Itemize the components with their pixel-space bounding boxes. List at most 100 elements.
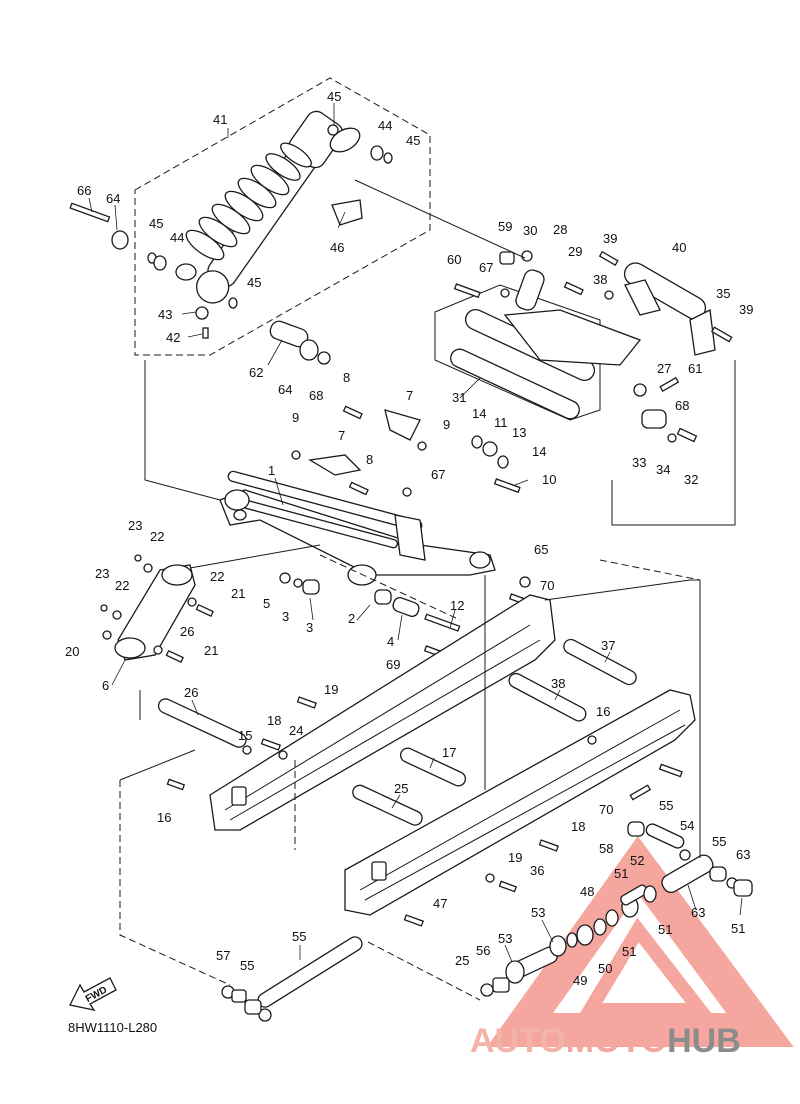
callout: 63: [691, 905, 705, 920]
callout: 37: [601, 638, 615, 653]
callout: 39: [739, 302, 753, 317]
callout: 8: [343, 370, 350, 385]
callout: 23: [95, 566, 109, 581]
callout: 45: [406, 133, 420, 148]
leader-lines: [88, 103, 743, 963]
callout: 69: [386, 657, 400, 672]
callout: 45: [247, 275, 261, 290]
callout: 18: [267, 713, 281, 728]
callout: 48: [580, 884, 594, 899]
callout: 32: [684, 472, 698, 487]
callout: 47: [433, 896, 447, 911]
callout: 70: [540, 578, 554, 593]
callout: 5: [263, 596, 270, 611]
callout: 57: [216, 948, 230, 963]
callout: 25: [455, 953, 469, 968]
callout: 15: [238, 728, 252, 743]
callout: 27: [657, 361, 671, 376]
callout: 19: [508, 850, 522, 865]
callout: 20: [65, 644, 79, 659]
callout: 43: [158, 307, 172, 322]
callout: 14: [532, 444, 546, 459]
callout: 17: [442, 745, 456, 760]
callout: 55: [240, 958, 254, 973]
callout: 10: [542, 472, 556, 487]
callout: 66: [77, 183, 91, 198]
callout: 70: [599, 802, 613, 817]
callout: 60: [447, 252, 461, 267]
callout: 68: [675, 398, 689, 413]
callout: 14: [472, 406, 486, 421]
callout: 58: [599, 841, 613, 856]
callout: 46: [330, 240, 344, 255]
callout: 24: [289, 723, 303, 738]
callout: 2: [348, 611, 355, 626]
callout: 11: [494, 415, 508, 430]
callout: 40: [672, 240, 686, 255]
callout: 26: [180, 624, 194, 639]
callout: 22: [150, 529, 164, 544]
callout: 30: [523, 223, 537, 238]
callout: 51: [614, 866, 628, 881]
callout: 9: [443, 417, 450, 432]
callout: 63: [736, 847, 750, 862]
callout: 50: [598, 961, 612, 976]
callout: 4: [387, 634, 394, 649]
guide-lines: [119, 179, 736, 1001]
callout: 44: [378, 118, 392, 133]
callout: 68: [309, 388, 323, 403]
callout: 53: [531, 905, 545, 920]
callout: 56: [476, 943, 490, 958]
callout: 55: [659, 798, 673, 813]
shock-absorber-group: [69, 77, 431, 356]
callout: 23: [128, 518, 142, 533]
front-linkage: [100, 554, 214, 663]
callout: 51: [658, 922, 672, 937]
callout: 54: [680, 818, 694, 833]
callout: 12: [450, 598, 464, 613]
callout: 21: [204, 643, 218, 658]
watermark-text-moto: MOTO: [566, 1022, 667, 1060]
callout: 61: [688, 361, 702, 376]
callout: 16: [596, 704, 610, 719]
callout: 33: [632, 455, 646, 470]
watermark-logo: [486, 836, 794, 1047]
callout: 21: [231, 586, 245, 601]
callout: 51: [622, 944, 636, 959]
callout: 16: [157, 810, 171, 825]
slide-rails: [157, 594, 696, 927]
callout: 8: [366, 452, 373, 467]
drawing-code: 8HW1110-L280: [68, 1020, 157, 1035]
callout: 39: [603, 231, 617, 246]
callout: 45: [149, 216, 163, 231]
callout: 64: [278, 382, 292, 397]
watermark-text-hub: HUB: [667, 1022, 741, 1060]
callout: 45: [327, 89, 341, 104]
callout: 6: [102, 678, 109, 693]
callout: 13: [512, 425, 526, 440]
callout-numbers: 45 44 45 41 66 64 45 44 46 45 43 42 62 6…: [65, 89, 753, 988]
callout: 65: [534, 542, 548, 557]
watermark-text-auto: AUTO: [470, 1022, 566, 1060]
callout: 41: [213, 112, 227, 127]
fwd-arrow-icon: FWD: [69, 977, 117, 1011]
callout: 9: [292, 410, 299, 425]
callout: 7: [406, 388, 413, 403]
callout: 1: [268, 463, 275, 478]
callout: 31: [452, 390, 466, 405]
callout: 22: [210, 569, 224, 584]
shock-spring: [185, 142, 312, 261]
callout: 22: [115, 578, 129, 593]
callout: 7: [338, 428, 345, 443]
callout: 49: [573, 973, 587, 988]
callout: 42: [166, 330, 180, 345]
callout: 18: [571, 819, 585, 834]
callout: 3: [282, 609, 289, 624]
upper-arm-assembly: [269, 250, 733, 443]
callout: 62: [249, 365, 263, 380]
callout: 26: [184, 685, 198, 700]
callout: 28: [553, 222, 567, 237]
callout: 55: [712, 834, 726, 849]
callout: 64: [106, 191, 120, 206]
